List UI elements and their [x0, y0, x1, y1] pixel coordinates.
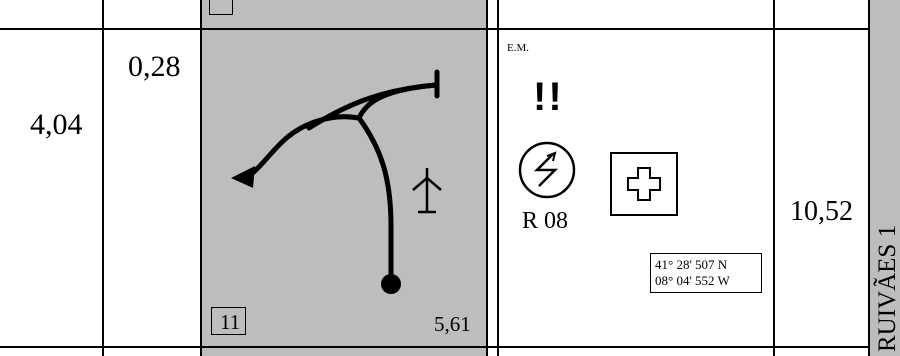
route-tulip-diagram: [231, 69, 442, 294]
gps-latitude: 41° 28' 507 N: [655, 257, 728, 272]
prev-cell-value: 5,61: [434, 312, 471, 336]
cell-number-box: [211, 307, 246, 335]
cumulative-distance: 4,04: [30, 108, 83, 141]
partial-distance: 0,28: [128, 50, 181, 83]
first-aid-cross-icon: [610, 152, 678, 216]
row-divider: [0, 346, 868, 348]
danger-marker: !!: [533, 75, 564, 119]
stage-sidebar: [868, 0, 900, 356]
stage-name: RUIVÃES 1: [874, 224, 900, 352]
cell-number: 11: [220, 310, 241, 334]
notes-label: E.M.: [507, 42, 529, 54]
column-divider: [200, 0, 202, 356]
column-divider: [486, 0, 488, 356]
row-divider: [0, 28, 868, 30]
column-divider: [868, 0, 870, 356]
windmill-icon: [412, 168, 442, 214]
gps-box: 41° 28' 507 N 08° 04' 552 W: [650, 253, 762, 293]
start-dot: [381, 274, 401, 294]
prev-cell-number-box: [209, 0, 233, 15]
column-divider: [773, 0, 775, 356]
column-divider: [497, 0, 499, 356]
radio-checkpoint-icon: [518, 141, 576, 199]
gps-longitude: 08° 04' 552 W: [655, 273, 730, 288]
radio-code: R 08: [522, 208, 569, 234]
column-divider: [102, 0, 104, 356]
remaining-distance: 10,52: [790, 196, 853, 227]
